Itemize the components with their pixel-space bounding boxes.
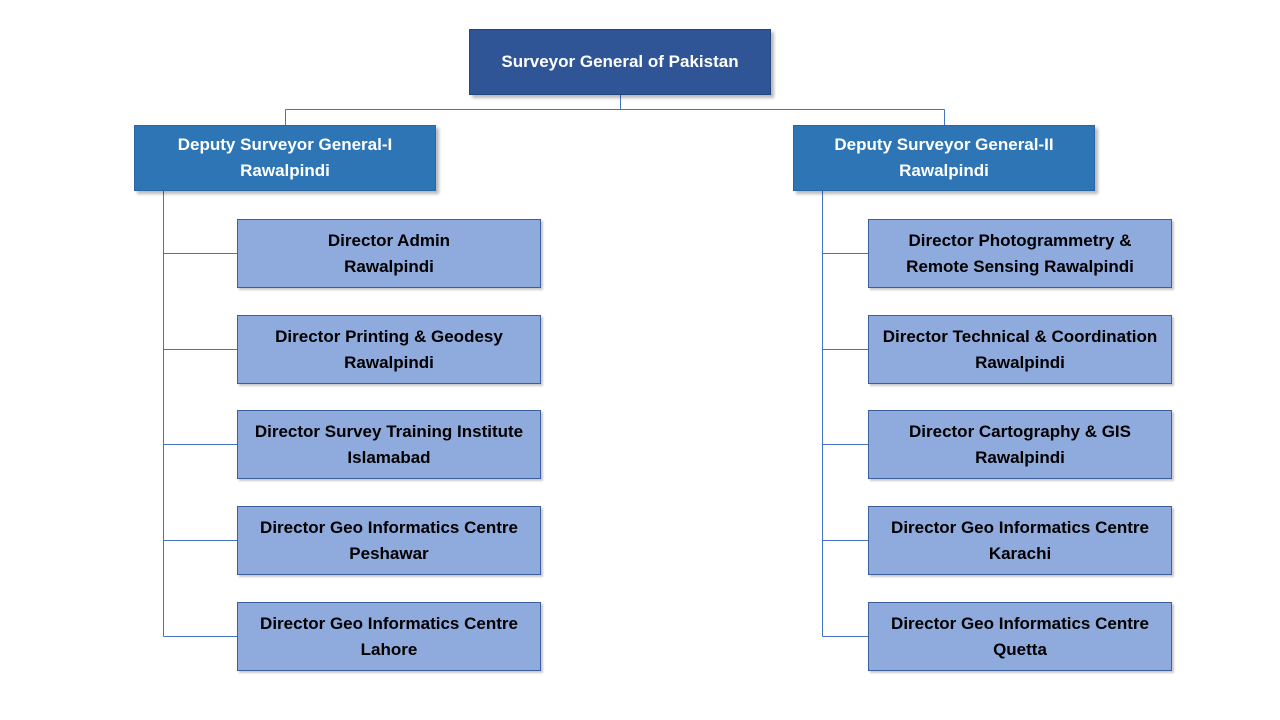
node-label-line: Director Printing & Geodesy	[275, 326, 503, 346]
node-label-line: Rawalpindi	[344, 256, 434, 276]
node-label-line: Rawalpindi	[899, 161, 989, 180]
director-admin-node: Director Admin Rawalpindi	[237, 219, 541, 288]
node-label-line: Deputy Surveyor General-I	[177, 135, 393, 154]
node-label-line: Director Photogrammetry &	[908, 230, 1132, 250]
node-label-line: Director Geo Informatics Centre	[891, 613, 1149, 633]
node-label-line: Rawalpindi	[975, 352, 1065, 372]
director-gic-karachi-node: Director Geo Informatics Centre Karachi	[868, 506, 1172, 575]
surveyor-general-node: Surveyor General of Pakistan	[469, 29, 771, 95]
director-gic-lahore-node: Director Geo Informatics Centre Lahore	[237, 602, 541, 671]
node-label-line: Director Admin	[327, 230, 451, 250]
node-label-line: Quetta	[993, 639, 1047, 659]
director-technical-coordination-node: Director Technical & Coordination Rawalp…	[868, 315, 1172, 384]
node-label-line: Director Geo Informatics Centre	[260, 517, 518, 537]
director-photogrammetry-node: Director Photogrammetry & Remote Sensing…	[868, 219, 1172, 288]
director-printing-geodesy-node: Director Printing & Geodesy Rawalpindi	[237, 315, 541, 384]
node-label-line: Director Geo Informatics Centre	[891, 517, 1149, 537]
node-label-line: Peshawar	[349, 543, 429, 563]
deputy-surveyor-general-1-node: Deputy Surveyor General-I Rawalpindi	[134, 125, 436, 191]
node-label-line: Rawalpindi	[344, 352, 434, 372]
deputy-surveyor-general-2-node: Deputy Surveyor General-II Rawalpindi	[793, 125, 1095, 191]
director-gic-peshawar-node: Director Geo Informatics Centre Peshawar	[237, 506, 541, 575]
node-label-line: Islamabad	[347, 447, 431, 467]
director-cartography-gis-node: Director Cartography & GIS Rawalpindi	[868, 410, 1172, 479]
node-label-line: Director Technical & Coordination	[882, 326, 1158, 346]
node-label-line: Director Survey Training Institute	[254, 421, 524, 441]
node-label-line: Deputy Surveyor General-II	[834, 135, 1054, 154]
node-label-line: Karachi	[988, 543, 1052, 563]
director-survey-training-node: Director Survey Training Institute Islam…	[237, 410, 541, 479]
director-gic-quetta-node: Director Geo Informatics Centre Quetta	[868, 602, 1172, 671]
node-label-line: Surveyor General of Pakistan	[501, 52, 739, 71]
node-label-line: Rawalpindi	[240, 161, 330, 180]
node-label-line: Rawalpindi	[975, 447, 1065, 467]
node-label-line: Director Cartography & GIS	[909, 421, 1131, 441]
node-label-line: Director Geo Informatics Centre	[260, 613, 518, 633]
node-label-line: Remote Sensing Rawalpindi	[906, 256, 1134, 276]
node-label-line: Lahore	[360, 639, 418, 659]
